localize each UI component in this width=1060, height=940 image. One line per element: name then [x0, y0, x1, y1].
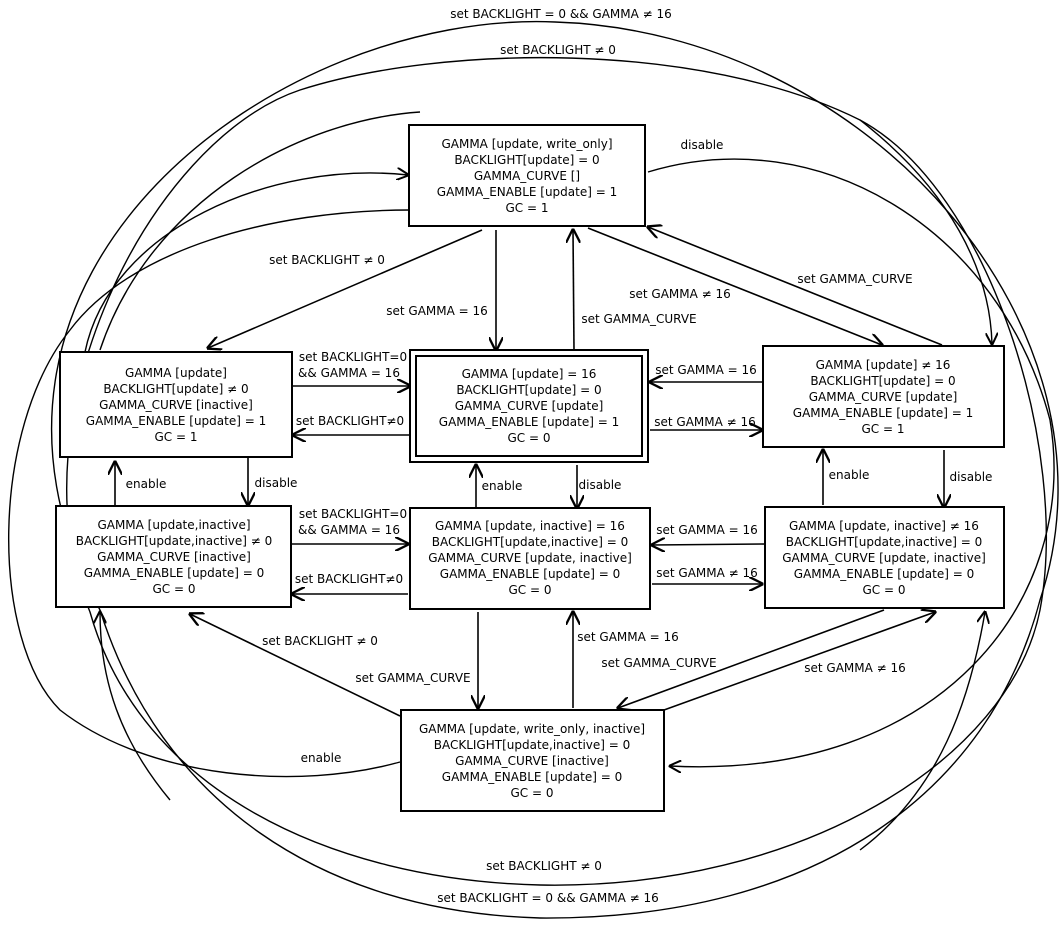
curve-bottom-left-arrow: [100, 612, 171, 801]
edge-top-to-mr: [587, 227, 882, 345]
state-line: GAMMA_ENABLE [update] = 0: [84, 566, 264, 580]
label-lc-to-bot: set GAMMA_CURVE: [355, 671, 470, 685]
state-line: BACKLIGHT[update] = 0: [810, 374, 955, 388]
state-line: GAMMA [update]: [125, 366, 227, 380]
label-lc-to-ll: set BACKLIGHT≠0: [295, 572, 403, 586]
state-line: GAMMA_ENABLE [update] = 0: [440, 567, 620, 581]
label-mc-to-ml: set BACKLIGHT≠0: [296, 414, 404, 428]
edge-bot-to-ll: [190, 614, 401, 717]
label-disable-right: disable: [950, 470, 993, 484]
label-mr-to-mc: set GAMMA = 16: [655, 363, 757, 377]
state-line: GC = 0: [153, 582, 196, 596]
state-line: BACKLIGHT[update,inactive] = 0: [786, 535, 983, 549]
curve-top-right-arrow: [859, 119, 992, 344]
outer-ellipse-big: [51, 20, 1059, 919]
state-line: GAMMA_CURVE [inactive]: [99, 398, 253, 412]
state-line: GAMMA_CURVE [update, inactive]: [428, 551, 632, 565]
label-lr-to-lc: set GAMMA = 16: [656, 523, 758, 537]
state-line: GAMMA_CURVE [inactive]: [97, 550, 251, 564]
state-line: GAMMA_ENABLE [update] = 1: [793, 406, 973, 420]
edge-top-to-ml: [208, 229, 483, 348]
label-mc-to-top: set GAMMA_CURVE: [581, 312, 696, 326]
label-bot-to-ll: set BACKLIGHT ≠ 0: [262, 634, 378, 648]
state-line: BACKLIGHT[update] = 0: [456, 383, 601, 397]
curve-disable-top: [647, 158, 1055, 767]
state-line: GC = 0: [509, 583, 552, 597]
curve-bottom-right-arrow: [859, 612, 985, 851]
edge-bot-to-lr: [663, 612, 935, 711]
edge-mc-to-top: [573, 230, 574, 351]
label-outer-top: set BACKLIGHT = 0 && GAMMA ≠ 16: [450, 7, 672, 21]
label-bot-to-lc: set GAMMA = 16: [577, 630, 679, 644]
state-line: GAMMA_ENABLE [update] = 1: [439, 415, 619, 429]
edge-lr-to-bot: [618, 609, 885, 708]
state-line: GAMMA_ENABLE [update] = 1: [86, 414, 266, 428]
label-top-to-mc: set GAMMA = 16: [386, 304, 488, 318]
label-outer-bottom-2: set BACKLIGHT = 0 && GAMMA ≠ 16: [437, 891, 659, 905]
state-line: GAMMA [update,inactive]: [97, 518, 250, 532]
state-line: GAMMA [update] = 16: [462, 367, 597, 381]
state-top: GAMMA [update, write_only] BACKLIGHT[upd…: [408, 124, 646, 227]
state-line: BACKLIGHT[update] = 0: [454, 153, 599, 167]
state-line: GAMMA_CURVE [update, inactive]: [782, 551, 986, 565]
label-enable-left: enable: [126, 477, 167, 491]
state-line: BACKLIGHT[update,inactive] = 0: [434, 738, 631, 752]
label-lr-to-bot: set GAMMA_CURVE: [601, 656, 716, 670]
state-line: GAMMA_CURVE [update]: [455, 399, 604, 413]
label-bot-to-lr: set GAMMA ≠ 16: [804, 661, 906, 675]
label-enable-right: enable: [829, 468, 870, 482]
label-top-to-ml: set BACKLIGHT ≠ 0: [269, 253, 385, 267]
state-line: GC = 0: [511, 786, 554, 800]
state-line: BACKLIGHT[update,inactive] ≠ 0: [76, 534, 273, 548]
state-line: GAMMA [update, write_only]: [441, 137, 612, 151]
label-enable-center: enable: [482, 479, 523, 493]
state-line: GAMMA_CURVE []: [474, 169, 580, 183]
state-line: GC = 0: [508, 431, 551, 445]
state-middle-left: GAMMA [update] BACKLIGHT[update] ≠ 0 GAM…: [59, 351, 293, 458]
state-line: GAMMA_ENABLE [update] = 0: [442, 770, 622, 784]
label-outer-bottom: set BACKLIGHT ≠ 0: [486, 859, 602, 873]
state-middle-right: GAMMA [update] ≠ 16 BACKLIGHT[update] = …: [762, 345, 1005, 448]
state-line: GAMMA_ENABLE [update] = 1: [437, 185, 617, 199]
state-line: BACKLIGHT[update,inactive] = 0: [432, 535, 629, 549]
label-mc-to-mr: set GAMMA ≠ 16: [654, 415, 756, 429]
outer-ellipse-second: [66, 56, 1047, 886]
state-line: GC = 0: [863, 583, 906, 597]
label-ll-to-lc-1: set BACKLIGHT=0: [299, 507, 407, 521]
state-lower-right: GAMMA [update, inactive] ≠ 16 BACKLIGHT[…: [764, 506, 1005, 609]
state-line: GAMMA [update, inactive] = 16: [435, 519, 625, 533]
curve-enable-bottom: [7, 209, 411, 778]
state-line: GC = 1: [862, 422, 905, 436]
state-line: GAMMA [update] ≠ 16: [816, 358, 951, 372]
state-bottom: GAMMA [update, write_only, inactive] BAC…: [400, 709, 665, 812]
label-ml-to-mc-1: set BACKLIGHT=0: [299, 350, 407, 364]
state-line: GAMMA_CURVE [update]: [809, 390, 958, 404]
state-line: GAMMA [update, inactive] ≠ 16: [789, 519, 979, 533]
label-outer-top-2: set BACKLIGHT ≠ 0: [500, 43, 616, 57]
label-ml-to-mc-2: && GAMMA = 16: [298, 366, 400, 380]
label-top-to-mr: set GAMMA ≠ 16: [629, 287, 731, 301]
edge-mr-to-top: [648, 227, 943, 346]
state-middle-center: GAMMA [update] = 16 BACKLIGHT[update] = …: [409, 349, 649, 463]
label-disable-top: disable: [681, 138, 724, 152]
label-enable-bottom: enable: [301, 751, 342, 765]
label-disable-center: disable: [579, 478, 622, 492]
state-line: GC = 1: [155, 430, 198, 444]
state-line: GAMMA_CURVE [inactive]: [455, 754, 609, 768]
label-disable-left: disable: [255, 476, 298, 490]
state-lower-center: GAMMA [update, inactive] = 16 BACKLIGHT[…: [409, 507, 651, 610]
label-lc-to-lr: set GAMMA ≠ 16: [656, 566, 758, 580]
edge-lr-to-lc: [652, 544, 765, 545]
label-mr-to-top: set GAMMA_CURVE: [797, 272, 912, 286]
state-line: BACKLIGHT[update] ≠ 0: [103, 382, 248, 396]
state-line: GAMMA_ENABLE [update] = 0: [794, 567, 974, 581]
state-line: GAMMA [update, write_only, inactive]: [419, 722, 645, 736]
curve-top-left-loop-2: [99, 111, 421, 351]
label-ll-to-lc-2: && GAMMA = 16: [298, 523, 400, 537]
curve-top-left-loop: [84, 173, 408, 353]
state-line: GC = 1: [506, 201, 549, 215]
state-lower-left: GAMMA [update,inactive] BACKLIGHT[update…: [55, 505, 292, 608]
